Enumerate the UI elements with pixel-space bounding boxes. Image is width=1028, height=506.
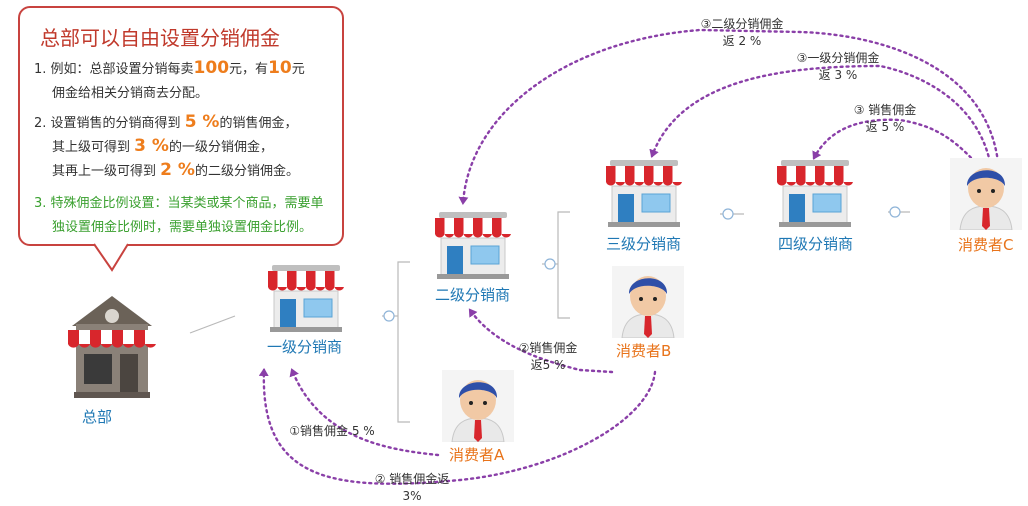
flow-label-a-level1: ①销售佣金 5 %: [272, 423, 392, 440]
item2-value-5pct: 5 %: [184, 112, 220, 132]
flow-label-b-level2: ②销售佣金 返5 %: [498, 340, 598, 374]
level2-label: 二级分销商: [435, 286, 511, 304]
level1-label: 一级分销商: [267, 338, 343, 356]
consumer-b-avatar-icon: [612, 266, 684, 338]
item2-line3: 其再上一级可得到 2 %的二级分销佣金。: [52, 160, 299, 180]
level2-store-icon: [435, 212, 511, 279]
flow-label-c-level3: ③一级分销佣金 返 3 %: [778, 50, 898, 84]
level4-label: 四级分销商: [778, 235, 854, 253]
flow-c-to-level2: [458, 28, 1000, 205]
consumer-a-avatar-icon: [442, 370, 514, 442]
consumer-a-label: 消费者A: [449, 446, 505, 464]
flow-label-c-level4: ③ 销售佣金 返 5 %: [830, 102, 940, 136]
item2-text-c: 其上级可得到: [52, 140, 131, 155]
flow-label-c-level3-title: ③一级分销佣金: [796, 51, 880, 65]
item1-text-b: 元，有: [229, 62, 269, 77]
item2-text-f: 的二级分销佣金。: [194, 164, 299, 179]
flow-c-to-level4: [812, 118, 977, 164]
info-bubble: 总部可以自由设置分销佣金 1. 例如：总部设置分销每卖100元，有10元 佣金给…: [18, 6, 344, 246]
item2-value-3pct: 3 %: [134, 136, 169, 156]
item2-value-2pct: 2 %: [160, 160, 195, 180]
item1-value-10: 10: [268, 58, 292, 78]
level3-label: 三级分销商: [606, 235, 682, 253]
item2-line2: 其上级可得到 3 %的一级分销佣金，: [52, 136, 273, 156]
flow-label-c-level3-rate: 返 3 %: [818, 68, 858, 82]
flow-label-b-level2-rate: 返5 %: [530, 358, 566, 372]
consumer-c-avatar-icon: [950, 158, 1022, 230]
flow-c-to-level3: [649, 64, 992, 164]
flow-label-c-level2-rate: 返 2 %: [722, 34, 762, 48]
bubble-tail: [93, 242, 129, 272]
item1-line2: 佣金给相关分销商去分配。: [52, 86, 209, 101]
item1-line1: 1. 例如：总部设置分销每卖100元，有10元: [34, 58, 305, 78]
flow-label-b-level1: ② 销售佣金返 3%: [352, 471, 472, 505]
item3-line2: 独设置佣金比例时，需要单独设置佣金比例。: [52, 220, 313, 235]
info-title: 总部可以自由设置分销佣金: [40, 26, 280, 50]
item1-text-c: 元: [291, 62, 305, 77]
item2-text-b: 的销售佣金，: [219, 116, 298, 131]
item1-value-100: 100: [193, 58, 230, 78]
flow-label-b-level1-rate: 3%: [402, 489, 422, 503]
flow-label-b-level2-title: ②销售佣金: [518, 341, 578, 355]
item2-line1: 2. 设置销售的分销商得到 5 %的销售佣金，: [34, 112, 297, 132]
hq-label: 总部: [82, 408, 113, 426]
level1-store-icon: [268, 265, 344, 332]
flow-label-c-level4-title: ③ 销售佣金: [853, 103, 917, 117]
consumer-b-label: 消费者B: [616, 342, 672, 360]
flow-label-c-level2: ③二级分销佣金 返 2 %: [682, 16, 802, 50]
flow-label-a-level1-title: ①销售佣金 5 %: [289, 424, 375, 438]
flow-b-to-level2: [468, 308, 614, 374]
level4-store-icon: [777, 160, 853, 227]
flow-label-b-level1-title: ② 销售佣金返: [374, 472, 450, 486]
level3-store-icon: [606, 160, 682, 227]
item3-line1: 3. 特殊佣金比例设置：当某类或某个商品，需要单: [34, 196, 324, 211]
flow-b-to-level1: [258, 368, 657, 485]
item1-text-a: 1. 例如：总部设置分销每卖: [34, 62, 194, 77]
flow-label-c-level2-title: ③二级分销佣金: [700, 17, 784, 31]
hq-building-icon: [68, 296, 156, 398]
item2-text-a: 2. 设置销售的分销商得到: [34, 116, 181, 131]
item2-text-e: 其再上一级可得到: [52, 164, 157, 179]
flow-label-c-level4-rate: 返 5 %: [865, 120, 905, 134]
consumer-c-label: 消费者C: [958, 236, 1014, 254]
flow-a-to-level1: [289, 368, 440, 457]
item2-text-d: 的一级分销佣金，: [168, 140, 273, 155]
